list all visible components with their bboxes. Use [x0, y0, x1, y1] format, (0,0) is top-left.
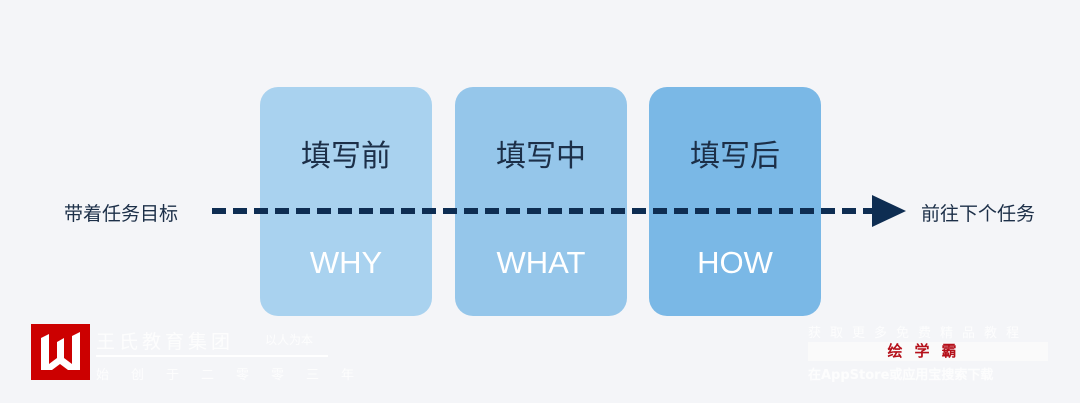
stage-before: 填写前 WHY [260, 87, 432, 316]
dashed-flow-line [212, 208, 874, 214]
watermark-right-line1: 获取更多免费精品教程 [808, 326, 1029, 341]
watermark-org-name: 王氏教育集团 [96, 331, 235, 353]
watermark-right-line3: 在AppStore或应用宝搜索下载 [808, 368, 994, 383]
end-label: 前往下个任务 [921, 203, 1036, 225]
start-label: 带着任务目标 [64, 203, 179, 225]
watermark-slogan: 以人为本 [265, 333, 314, 347]
stage-title: 填写中 [496, 139, 586, 174]
logo-w-icon [31, 324, 90, 380]
stage-during: 填写中 WHAT [455, 87, 627, 316]
watermark-founded: 始创于二零零三年 [96, 368, 377, 383]
stage-subtitle: WHAT [496, 245, 586, 280]
stage-after: 填写后 HOW [649, 87, 821, 316]
watermark-brand: 绘学霸 [808, 342, 1048, 361]
stage-title: 填写后 [690, 139, 780, 174]
stage-title: 填写前 [301, 139, 391, 174]
stage-subtitle: WHY [309, 245, 383, 280]
stage-subtitle: HOW [697, 245, 773, 280]
watermark-divider [96, 355, 328, 357]
arrow-head-icon [872, 195, 906, 227]
